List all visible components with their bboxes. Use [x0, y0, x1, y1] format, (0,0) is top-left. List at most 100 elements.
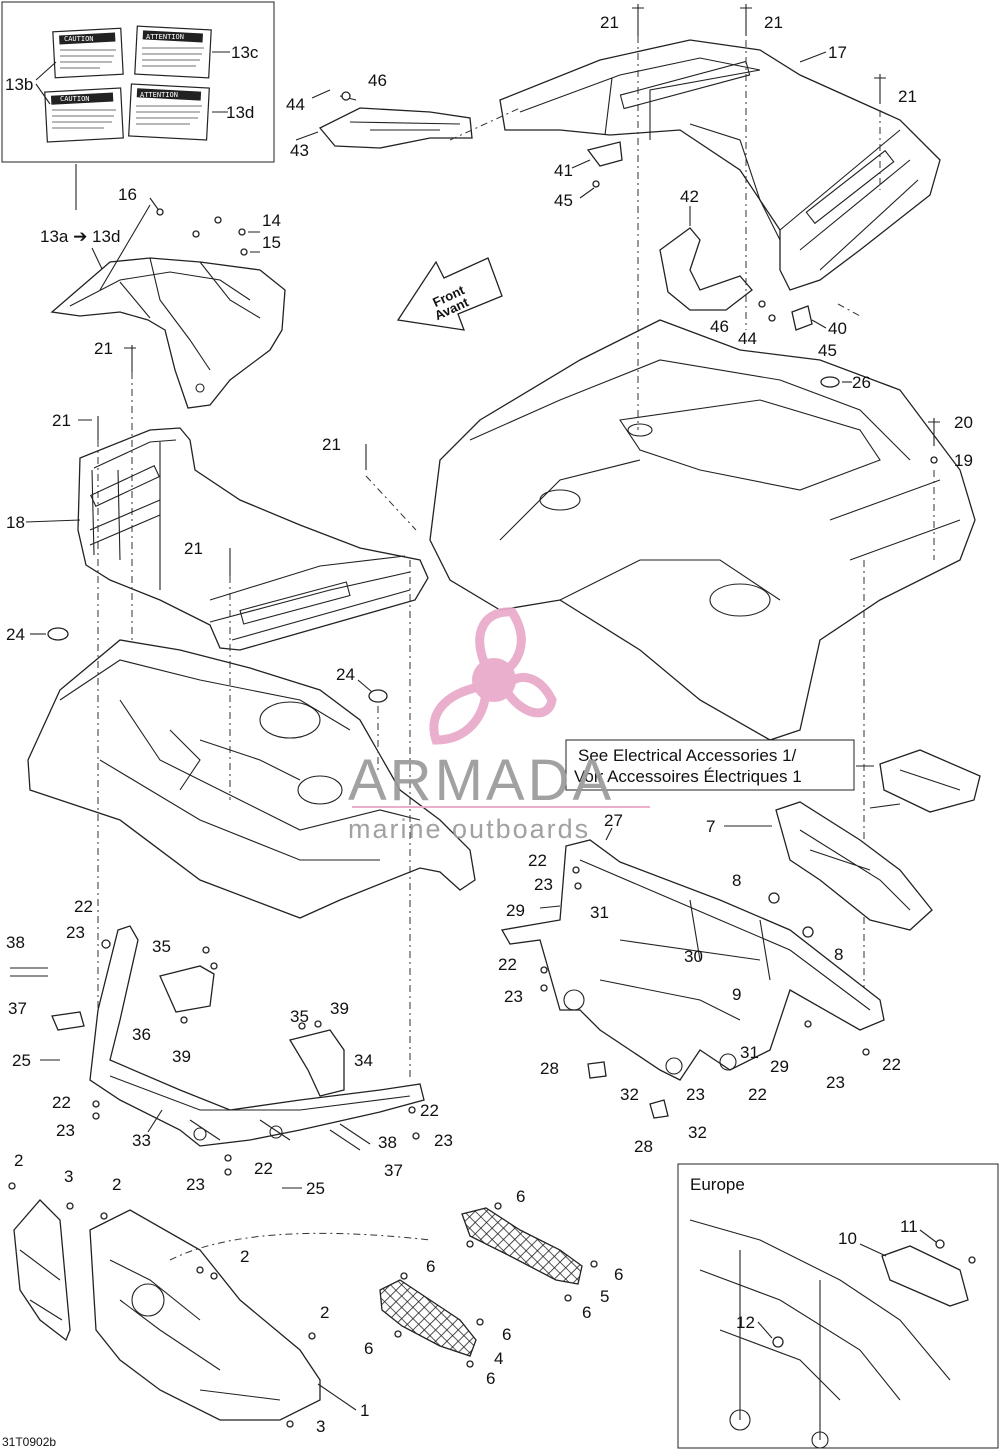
- callout-23: 23: [186, 1175, 205, 1194]
- callout-21: 21: [322, 435, 341, 454]
- callout-45: 45: [818, 341, 837, 360]
- callout-22: 22: [52, 1093, 71, 1112]
- callout-28: 28: [634, 1137, 653, 1156]
- callout-22: 22: [74, 897, 93, 916]
- callout-6: 6: [614, 1265, 623, 1284]
- tail-light: [869, 749, 981, 813]
- callout-44: 44: [738, 329, 757, 348]
- callout-5: 5: [600, 1287, 609, 1306]
- callout-13b: 13b: [5, 75, 33, 94]
- callout-43: 43: [290, 141, 309, 160]
- callout-13d: 13d: [226, 103, 254, 122]
- callout-22: 22: [420, 1101, 439, 1120]
- watermark-rule: [352, 806, 650, 808]
- callout-10: 10: [838, 1229, 857, 1248]
- callout-6: 6: [486, 1369, 495, 1388]
- callout-6: 6: [364, 1339, 373, 1358]
- callout-23: 23: [56, 1121, 75, 1140]
- callout-2: 2: [240, 1247, 249, 1266]
- callout-15: 15: [262, 233, 281, 252]
- decal-heading: CAUTION: [60, 95, 90, 103]
- callout-21: 21: [94, 339, 113, 358]
- bracket-28: [649, 1099, 669, 1119]
- callout-42: 42: [680, 187, 699, 206]
- callout-22: 22: [882, 1055, 901, 1074]
- callout-22: 22: [498, 955, 517, 974]
- callout-3: 3: [316, 1417, 325, 1436]
- callout-20: 20: [954, 413, 973, 432]
- callout-13c: 13c: [231, 43, 259, 62]
- callout-31: 31: [740, 1043, 759, 1062]
- callout-1: 1: [360, 1401, 369, 1420]
- callout-7: 7: [706, 817, 715, 836]
- callout-33: 33: [132, 1131, 151, 1150]
- rack-pad-42: [659, 227, 753, 311]
- callout-46: 46: [710, 317, 729, 336]
- callout-39: 39: [172, 1047, 191, 1066]
- bracket-40: [791, 305, 813, 331]
- front-frame: [89, 925, 425, 1147]
- callout-8: 8: [732, 871, 741, 890]
- callout-37: 37: [8, 999, 27, 1018]
- callout-23: 23: [534, 875, 553, 894]
- callout-32: 32: [688, 1123, 707, 1142]
- callout-21: 21: [764, 13, 783, 32]
- callout-12: 12: [736, 1313, 755, 1332]
- europe-inset: Europe 10 11 12: [677, 1163, 999, 1449]
- decal-heading: CAUTION: [64, 35, 94, 43]
- callout-37: 37: [384, 1161, 403, 1180]
- decal-13c: ATTENTION: [134, 25, 212, 79]
- grille-4: [379, 1279, 477, 1357]
- decal-heading: ATTENTION: [140, 91, 178, 99]
- callout-21: 21: [898, 87, 917, 106]
- callout-9: 9: [732, 985, 741, 1004]
- front-body: [27, 639, 476, 919]
- callout-46: 46: [368, 71, 387, 90]
- callout-14: 14: [262, 211, 281, 230]
- callout-35: 35: [290, 1007, 309, 1026]
- grille-5: [461, 1207, 583, 1285]
- callout-44: 44: [286, 95, 305, 114]
- bracket-36: [159, 965, 215, 1013]
- bracket-41: [586, 141, 623, 167]
- rear-frame: [500, 839, 885, 1081]
- callout-34: 34: [354, 1051, 373, 1070]
- watermark-tagline: marine outboards: [348, 814, 590, 844]
- info-line-1: See Electrical Accessories 1/: [578, 746, 797, 765]
- callout-40: 40: [828, 319, 847, 338]
- callout-6: 6: [502, 1325, 511, 1344]
- callout-27: 27: [604, 811, 623, 830]
- callout-23: 23: [826, 1073, 845, 1092]
- callout-32: 32: [620, 1085, 639, 1104]
- propeller-logo: [429, 607, 557, 745]
- callout-29: 29: [506, 901, 525, 920]
- callout-22: 22: [528, 851, 547, 870]
- callout-23: 23: [66, 923, 85, 942]
- bracket-34: [288, 1029, 345, 1097]
- callout-6: 6: [426, 1257, 435, 1276]
- callout-2: 2: [14, 1151, 23, 1170]
- callout-13a-13d: 13a ➔ 13d: [40, 227, 120, 246]
- drawing-code: 31T0902b: [2, 1435, 56, 1449]
- rear-rack: [499, 39, 941, 291]
- callout-2: 2: [112, 1175, 121, 1194]
- callout-36: 36: [132, 1025, 151, 1044]
- callout-30: 30: [684, 947, 703, 966]
- callout-22: 22: [254, 1159, 273, 1178]
- armada-watermark: ARMADA marine outboards: [348, 607, 650, 844]
- decal-13d: ATTENTION: [128, 83, 210, 141]
- front-bumper-cover: [13, 1199, 321, 1421]
- callout-23: 23: [434, 1131, 453, 1150]
- info-box-electrical: See Electrical Accessories 1/ Voir Acces…: [565, 739, 874, 791]
- callout-19: 19: [954, 451, 973, 470]
- decal-panel: CAUTION ATTENTION CAUTION ATTENTION 13c …: [1, 1, 275, 163]
- callout-6: 6: [582, 1303, 591, 1322]
- callout-25: 25: [12, 1051, 31, 1070]
- callout-38: 38: [6, 933, 25, 952]
- callout-24: 24: [336, 665, 355, 684]
- callout-21: 21: [184, 539, 203, 558]
- callout-2: 2: [320, 1303, 329, 1322]
- callout-28: 28: [540, 1059, 559, 1078]
- callout-21: 21: [52, 411, 71, 430]
